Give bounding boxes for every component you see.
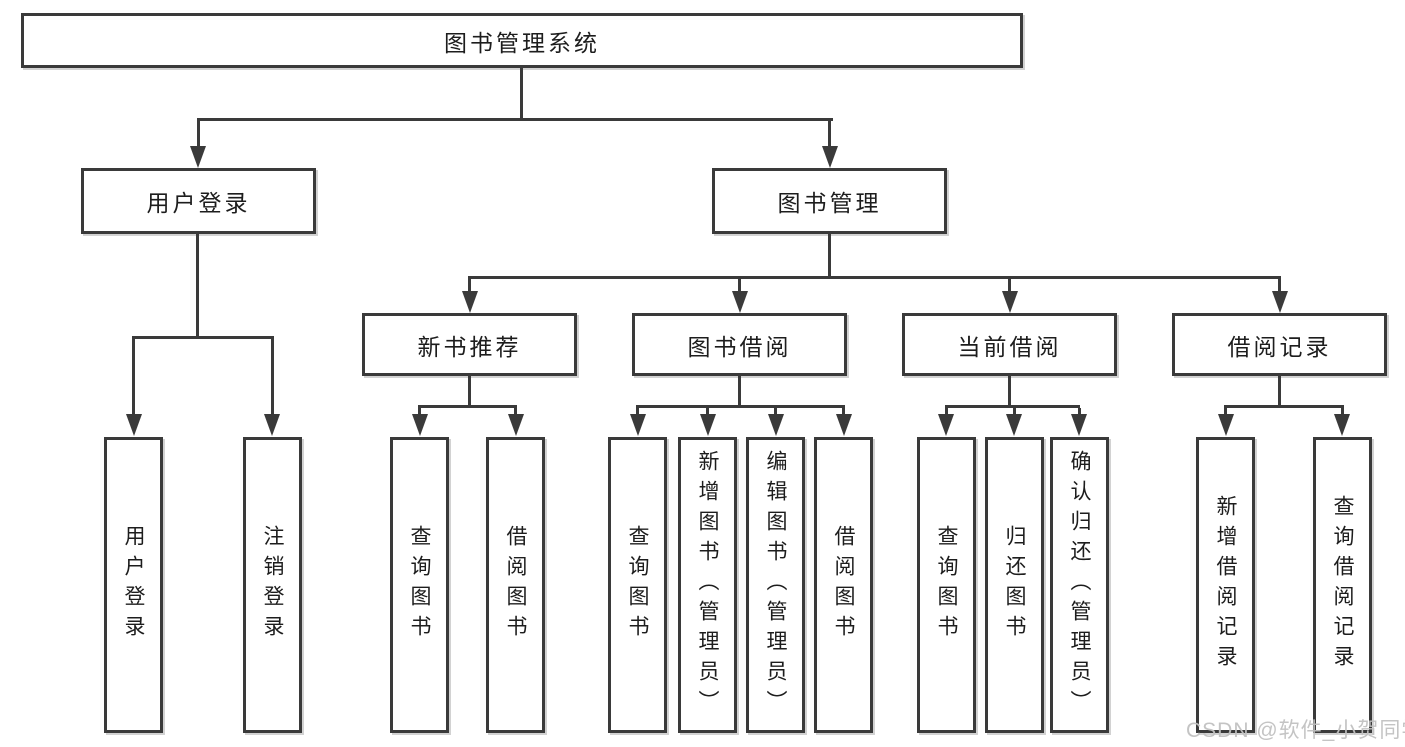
node-leaf-bb-query-books: 查询图书 — [608, 437, 667, 733]
watermark: CSDN @软件_小贺同学 — [1186, 719, 1405, 742]
node-leaf-cb-query-books-label: 查询图书 — [935, 525, 958, 645]
node-leaf-br-query-record-label: 查询借阅记录 — [1331, 495, 1354, 675]
arrow-down-icon — [822, 146, 838, 168]
node-leaf-bb-add-books-admin-label: 新增图书（管理员） — [696, 450, 719, 720]
node-root-label: 图书管理系统 — [444, 29, 600, 56]
connector-line — [132, 336, 274, 339]
connector-line — [418, 408, 421, 415]
arrow-down-icon — [700, 414, 716, 436]
connector-line — [468, 276, 1281, 279]
connector-line — [1078, 408, 1081, 415]
connector-line — [1224, 405, 1344, 408]
node-leaf-bb-add-books-admin: 新增图书（管理员） — [678, 437, 737, 733]
arrow-down-icon — [462, 291, 478, 313]
node-leaf-cb-confirm-return-admin-label: 确认归还（管理员） — [1068, 450, 1091, 720]
connector-line — [196, 234, 199, 339]
arrow-down-icon — [1071, 414, 1087, 436]
connector-line — [468, 279, 471, 292]
node-leaf-nb-query-books-label: 查询图书 — [408, 525, 431, 645]
connector-line — [1224, 408, 1227, 415]
connector-line — [197, 118, 833, 121]
node-borrow-records-label: 借阅记录 — [1227, 333, 1332, 360]
node-new-book-recommend-label: 新书推荐 — [417, 333, 522, 360]
arrow-down-icon — [1334, 414, 1350, 436]
arrow-down-icon — [1272, 291, 1288, 313]
node-leaf-user-login-label: 用户登录 — [122, 525, 145, 645]
connector-line — [1341, 408, 1344, 415]
node-leaf-cb-return-books-label: 归还图书 — [1003, 525, 1026, 645]
connector-line — [1278, 376, 1281, 408]
node-leaf-bb-edit-books-admin: 编辑图书（管理员） — [746, 437, 805, 733]
node-book-borrow: 图书借阅 — [632, 313, 847, 376]
node-leaf-bb-edit-books-admin-label: 编辑图书（管理员） — [764, 450, 787, 720]
connector-line — [738, 376, 741, 408]
node-book-management-label: 图书管理 — [777, 190, 882, 216]
node-leaf-cb-confirm-return-admin: 确认归还（管理员） — [1050, 437, 1109, 733]
node-leaf-bb-borrow-books-label: 借阅图书 — [832, 525, 855, 645]
connector-line — [842, 408, 845, 415]
node-user-login-label: 用户登录 — [146, 190, 251, 216]
connector-line — [774, 408, 777, 415]
node-book-borrow-label: 图书借阅 — [687, 333, 792, 360]
node-borrow-records: 借阅记录 — [1172, 313, 1387, 376]
node-leaf-br-query-record: 查询借阅记录 — [1313, 437, 1372, 733]
connector-line — [197, 121, 200, 149]
connector-line — [520, 68, 523, 121]
node-leaf-bb-query-books-label: 查询图书 — [626, 525, 649, 645]
arrow-down-icon — [412, 414, 428, 436]
connector-line — [636, 405, 845, 408]
arrow-down-icon — [1006, 414, 1022, 436]
node-book-management: 图书管理 — [712, 168, 947, 234]
connector-line — [945, 405, 1080, 408]
connector-line — [1008, 279, 1011, 292]
arrow-down-icon — [1002, 291, 1018, 313]
arrow-down-icon — [508, 414, 524, 436]
node-leaf-nb-borrow-books-label: 借阅图书 — [504, 525, 527, 645]
node-root: 图书管理系统 — [21, 13, 1023, 68]
arrow-down-icon — [630, 414, 646, 436]
node-leaf-logout-label: 注销登录 — [261, 525, 284, 645]
connector-line — [828, 121, 831, 149]
node-leaf-nb-query-books: 查询图书 — [390, 437, 449, 733]
connector-line — [828, 234, 831, 279]
connector-line — [1278, 279, 1281, 292]
arrow-down-icon — [1218, 414, 1234, 436]
connector-line — [514, 408, 517, 415]
connector-line — [418, 405, 517, 408]
node-current-borrow-label: 当前借阅 — [957, 333, 1062, 360]
arrow-down-icon — [836, 414, 852, 436]
arrow-down-icon — [938, 414, 954, 436]
node-leaf-bb-borrow-books: 借阅图书 — [814, 437, 873, 733]
arrow-down-icon — [264, 414, 280, 436]
connector-line — [271, 339, 274, 415]
connector-line — [945, 408, 948, 415]
connector-line — [1008, 376, 1011, 408]
connector-line — [132, 339, 135, 415]
arrow-down-icon — [732, 291, 748, 313]
arrow-down-icon — [768, 414, 784, 436]
node-user-login: 用户登录 — [81, 168, 316, 234]
node-leaf-br-add-record: 新增借阅记录 — [1196, 437, 1255, 733]
node-leaf-cb-return-books: 归还图书 — [985, 437, 1044, 733]
node-leaf-cb-query-books: 查询图书 — [917, 437, 976, 733]
node-leaf-logout: 注销登录 — [243, 437, 302, 733]
connector-line — [1013, 408, 1016, 415]
node-current-borrow: 当前借阅 — [902, 313, 1117, 376]
node-leaf-nb-borrow-books: 借阅图书 — [486, 437, 545, 733]
connector-line — [468, 376, 471, 408]
arrow-down-icon — [190, 146, 206, 168]
node-leaf-br-add-record-label: 新增借阅记录 — [1214, 495, 1237, 675]
connector-line — [636, 408, 639, 415]
arrow-down-icon — [126, 414, 142, 436]
node-leaf-user-login: 用户登录 — [104, 437, 163, 733]
connector-line — [738, 279, 741, 292]
connector-line — [706, 408, 709, 415]
node-new-book-recommend: 新书推荐 — [362, 313, 577, 376]
